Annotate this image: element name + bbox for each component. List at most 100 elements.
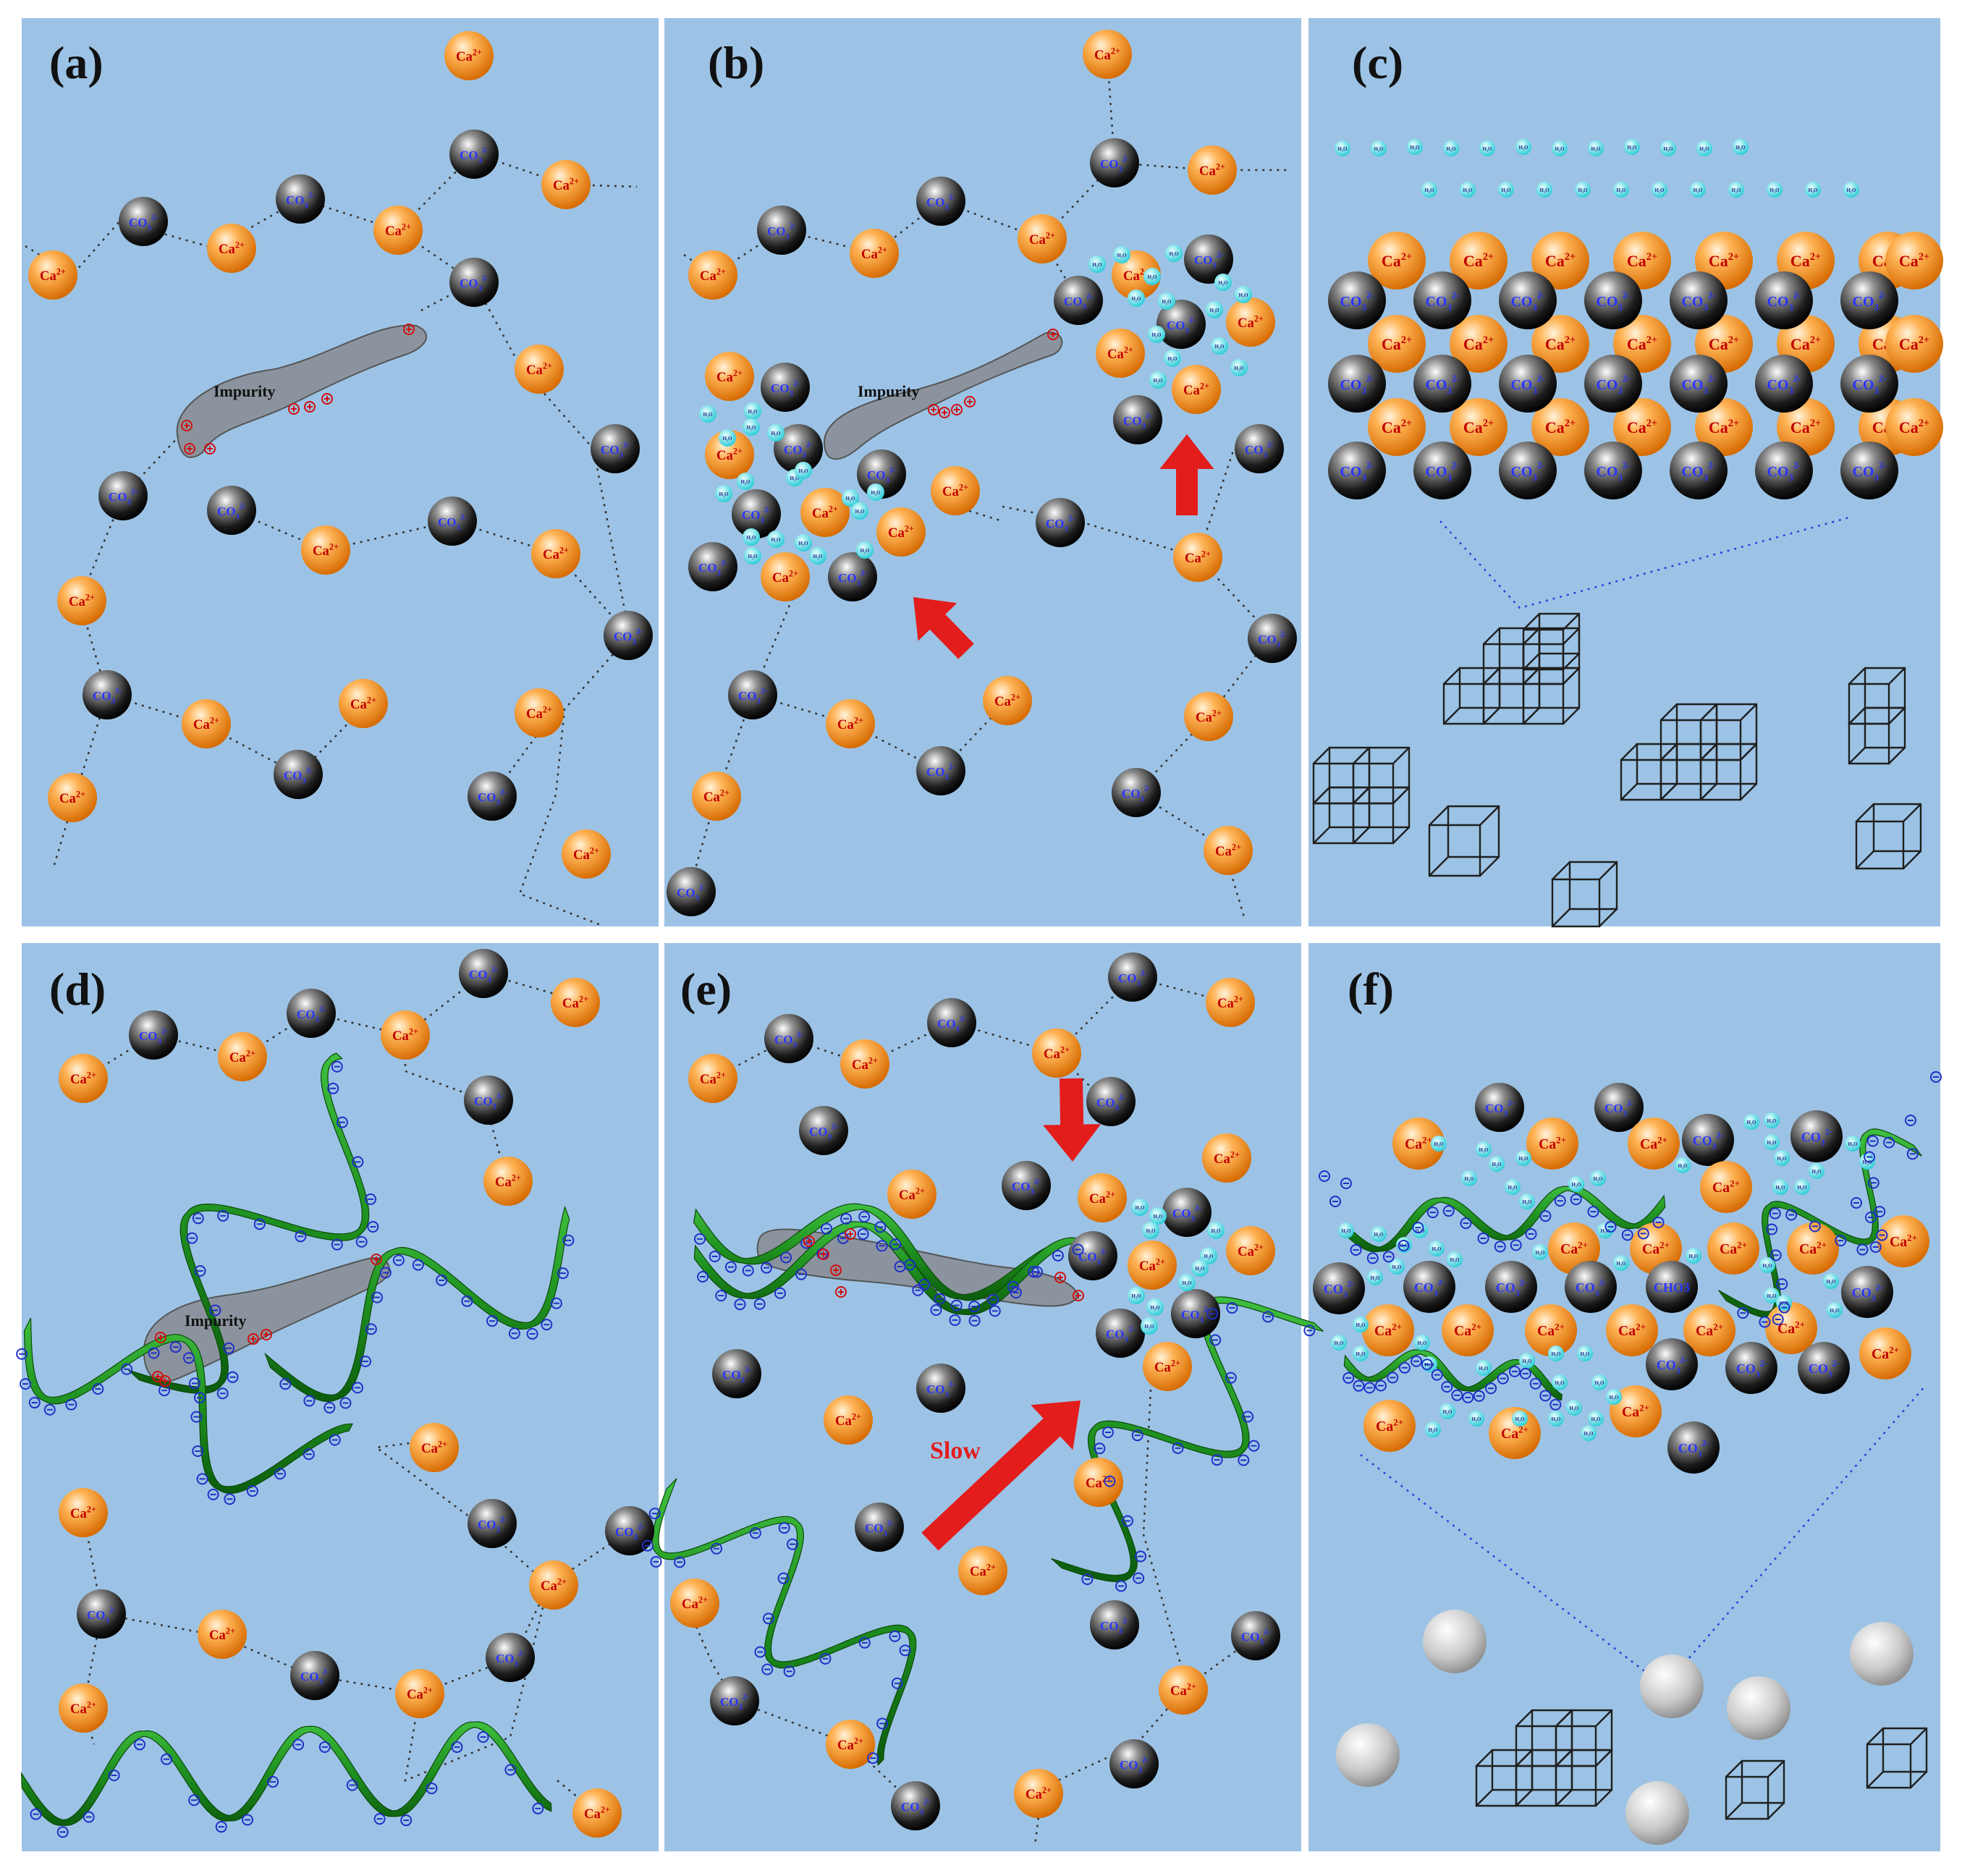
water-molecule: H₂O [1774, 1150, 1790, 1166]
negative-charge-icon [392, 1254, 405, 1267]
negative-charge-icon [787, 1538, 799, 1550]
negative-charge-icon [121, 1363, 133, 1375]
positive-charge-icon [288, 403, 300, 415]
negative-charge-icon [1776, 1278, 1788, 1290]
carbonate-ion: CO32- [591, 424, 640, 473]
water-label: H₂O [1827, 1279, 1837, 1285]
water-molecule: H₂O [1552, 1374, 1568, 1390]
positive-charge-icon [835, 1286, 847, 1298]
calcium-ion: Ca2+ [1610, 1385, 1662, 1437]
water-molecule: H₂O [1439, 1403, 1455, 1419]
water-molecule: H₂O [1675, 1157, 1691, 1173]
calcium-ion: Ca2+ [692, 772, 741, 821]
carbonate-ion: CO32- [712, 1349, 761, 1398]
carbonate-ion: CO32- [1667, 1421, 1720, 1474]
carbonate-ion: CO32- [1840, 271, 1898, 329]
negative-charge-icon [188, 1794, 200, 1807]
water-label: H₂O [1536, 1250, 1546, 1256]
water-molecule: H₂O [1577, 1345, 1593, 1361]
polymer-chain [1343, 1349, 1563, 1401]
negative-charge-icon [355, 1235, 368, 1248]
water-molecule: H₂O [1581, 1425, 1597, 1441]
negative-charge-icon [209, 1304, 221, 1317]
negative-charge-icon [1529, 1377, 1542, 1390]
carbonate-ion: CO32- [1798, 1342, 1850, 1394]
negative-charge-icon [761, 1262, 773, 1274]
water-molecule: H₂O [1214, 274, 1232, 291]
water-label: H₂O [1411, 145, 1421, 151]
carbonate-ion: CO32- [1328, 355, 1386, 413]
panel-e [664, 943, 1301, 1851]
calcium-ion: Ca2+ [381, 1010, 430, 1060]
negative-charge-icon [1604, 1220, 1617, 1233]
positive-charge-icon [204, 443, 216, 455]
water-molecule: H₂O [1575, 182, 1591, 198]
negative-charge-icon [56, 1826, 69, 1838]
negative-charge-icon [1122, 1515, 1134, 1527]
negative-charge-icon [1554, 1195, 1566, 1207]
impurity-label: Impurity [213, 382, 276, 400]
carbonate-ion: CO32- [486, 1633, 535, 1682]
positive-charge-icon [403, 324, 415, 335]
carbonate-ion: CO32- [1235, 424, 1284, 473]
carbonate-ion: CO32- [276, 174, 325, 224]
impurity-particle [823, 331, 1063, 460]
negative-charge-icon [821, 1222, 833, 1235]
carbonate-ion: CO32- [287, 989, 336, 1038]
negative-charge-icon [367, 1221, 379, 1233]
calcium-ion: Ca2+ [395, 1669, 444, 1718]
water-label: H₂O [1581, 1351, 1591, 1357]
negative-charge-icon [753, 1298, 766, 1310]
water-molecule: H₂O [1230, 359, 1248, 376]
carbonate-ion: CO32- [459, 949, 508, 998]
water-label: H₂O [1151, 1305, 1161, 1311]
negative-charge-icon [1206, 1308, 1219, 1320]
water-label: H₂O [1502, 187, 1512, 193]
water-label: H₂O [1093, 262, 1103, 268]
calcium-ion: Ca2+ [1392, 1117, 1445, 1170]
water-label: H₂O [1374, 146, 1384, 152]
water-label: H₂O [799, 541, 809, 546]
water-molecule: H₂O [1591, 1374, 1607, 1390]
negative-charge-icon [400, 1814, 413, 1827]
water-label: H₂O [1204, 1254, 1214, 1259]
carbonate-ion: CO32- [604, 611, 653, 660]
negative-charge-icon [780, 1251, 792, 1264]
calcium-ion: Ca2+ [59, 1054, 108, 1103]
calcium-ion: Ca2+ [826, 699, 875, 748]
calcite-crystal-cubes [1312, 612, 1928, 1820]
calcium-ion: Ca2+ [373, 206, 423, 255]
carbonate-ion: CO32- [855, 1503, 904, 1552]
positive-charge-icon [248, 1333, 259, 1345]
water-molecule: H₂O [744, 402, 761, 420]
negative-charge-icon [352, 1156, 364, 1168]
water-molecule: H₂O [1389, 1259, 1405, 1275]
water-molecule: H₂O [1468, 1411, 1484, 1427]
negative-charge-icon [1869, 1241, 1882, 1253]
water-label: H₂O [1338, 146, 1348, 152]
water-label: H₂O [1154, 378, 1164, 384]
calcium-ion: Ca2+ [1159, 1665, 1208, 1715]
calcium-ion: Ca2+ [1885, 315, 1943, 373]
negative-charge-icon [1131, 1429, 1143, 1442]
negative-charge-icon [858, 1636, 871, 1649]
negative-charge-icon [950, 1299, 963, 1311]
calcium-ion: Ca2+ [670, 1579, 719, 1628]
water-label: H₂O [1770, 187, 1780, 193]
negative-charge-icon [1442, 1205, 1455, 1217]
negative-charge-icon [1539, 1210, 1552, 1222]
calcium-ion: Ca2+ [983, 676, 1032, 725]
water-label: H₂O [1595, 1380, 1605, 1386]
calcium-ion: Ca2+ [1859, 1327, 1911, 1379]
carbonate-ion: CO32- [1328, 441, 1386, 499]
water-molecule: H₂O [867, 483, 884, 501]
water-label: H₂O [1148, 274, 1158, 280]
water-molecule: H₂O [1335, 140, 1350, 156]
calcium-ion: Ca2+ [1173, 533, 1222, 582]
calcium-ion: Ca2+ [1877, 1215, 1929, 1267]
negative-charge-icon [1374, 1379, 1387, 1392]
panel-label-a: (a) [49, 37, 103, 88]
water-molecule: H₂O [1353, 1317, 1369, 1332]
water-label: H₂O [813, 554, 824, 559]
